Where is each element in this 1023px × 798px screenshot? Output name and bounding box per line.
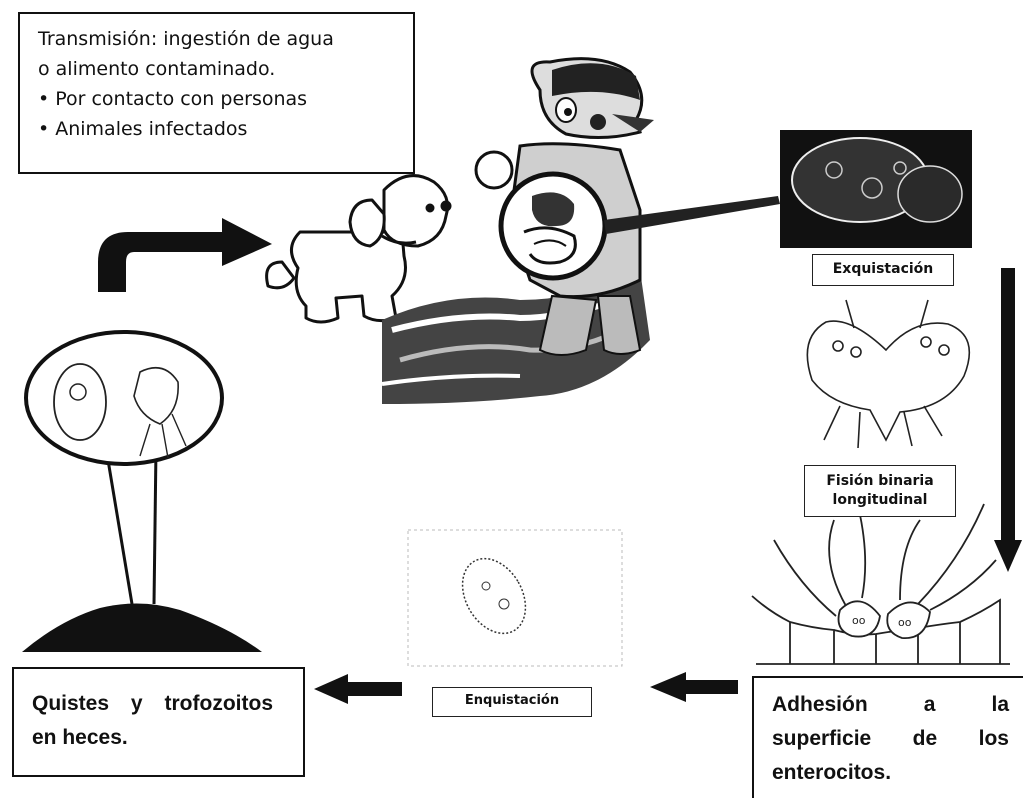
dog-illustration — [267, 176, 450, 322]
transmission-bullet-2: Animales infectados — [38, 114, 399, 144]
transmission-line-1: Transmisión: ingestión de agua — [38, 24, 399, 54]
svg-text:oo: oo — [852, 614, 866, 627]
adhesion-line-3: enterocitos. — [772, 756, 1023, 790]
quistes-box: Quistes y trofozoitos en heces. — [12, 667, 305, 777]
cyst-magnifier — [26, 332, 222, 604]
adhesion-illustration: oo oo — [752, 504, 1010, 664]
left-arrow-1 — [314, 674, 402, 704]
curved-arrow — [98, 218, 272, 292]
exquistacion-label: Exquistación — [812, 254, 954, 286]
left-arrow-2 — [650, 672, 738, 702]
svg-text:oo: oo — [898, 616, 912, 629]
fision-label: Fisión binaria longitudinal — [804, 465, 956, 517]
transmission-box: Transmisión: ingestión de agua o aliment… — [18, 12, 415, 174]
feces-pile — [22, 603, 262, 652]
quistes-line-1: Quistes y trofozoitos — [32, 687, 287, 721]
binary-fission-illustration — [807, 300, 969, 448]
fision-label-line-2: longitudinal — [805, 491, 955, 510]
enquistacion-label: Enquistación — [432, 687, 592, 717]
transmission-line-2: o alimento contaminado. — [38, 54, 399, 84]
down-arrow — [994, 268, 1022, 572]
adhesion-line-1: Adhesión a la — [772, 688, 1023, 722]
quistes-line-2: en heces. — [32, 721, 287, 755]
adhesion-line-2: superficie de los — [772, 722, 1023, 756]
transmission-bullet-1: Por contacto con personas — [38, 84, 399, 114]
enquistation-micrograph — [408, 530, 622, 666]
adhesion-box: Adhesión a la superficie de los enteroci… — [752, 676, 1023, 798]
exquistation-micrograph — [780, 130, 972, 250]
fision-label-line-1: Fisión binaria — [805, 472, 955, 491]
